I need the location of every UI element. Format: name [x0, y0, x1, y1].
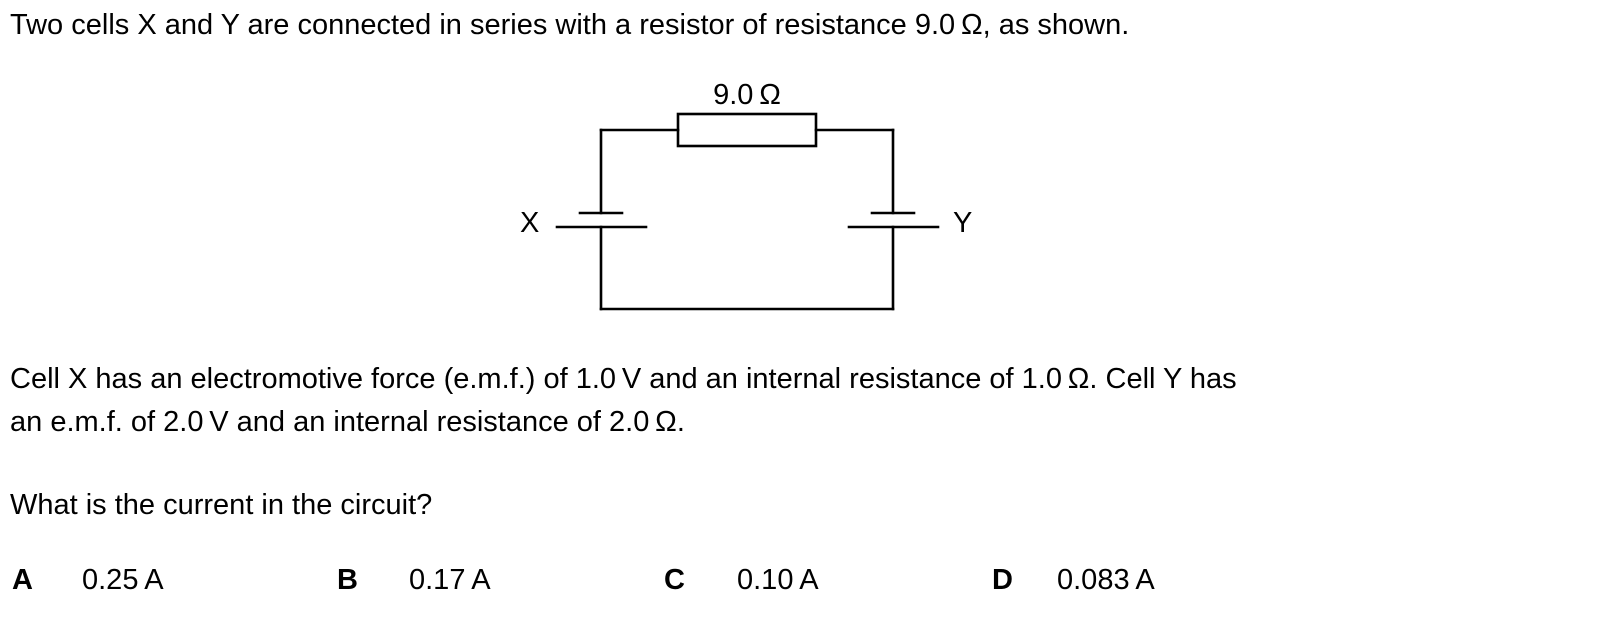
circuit-diagram: 9.0 Ω X Y — [520, 79, 972, 311]
cell-x — [555, 211, 648, 229]
option-c-letter[interactable]: C — [664, 564, 685, 596]
cell-description-line-1: Cell X has an electromotive force (e.m.f… — [10, 363, 1237, 395]
cell-y — [847, 211, 940, 229]
option-d-value[interactable]: 0.083 A — [1057, 564, 1155, 596]
option-a-value[interactable]: 0.25 A — [82, 564, 164, 596]
resistor-label: 9.0 Ω — [713, 79, 781, 111]
option-b-letter[interactable]: B — [337, 564, 358, 596]
option-c-value[interactable]: 0.10 A — [737, 564, 819, 596]
resistor — [676, 112, 818, 148]
cell-description-line-2: an e.m.f. of 2.0 V and an internal resis… — [10, 406, 685, 438]
cell-y-label: Y — [953, 207, 972, 239]
cell-x-label: X — [520, 207, 539, 239]
option-b-value[interactable]: 0.17 A — [409, 564, 491, 596]
option-d-letter[interactable]: D — [992, 564, 1013, 596]
question-prompt: What is the current in the circuit? — [10, 489, 433, 521]
option-a-letter[interactable]: A — [12, 564, 33, 596]
intro-text: Two cells X and Y are connected in serie… — [10, 9, 1130, 41]
